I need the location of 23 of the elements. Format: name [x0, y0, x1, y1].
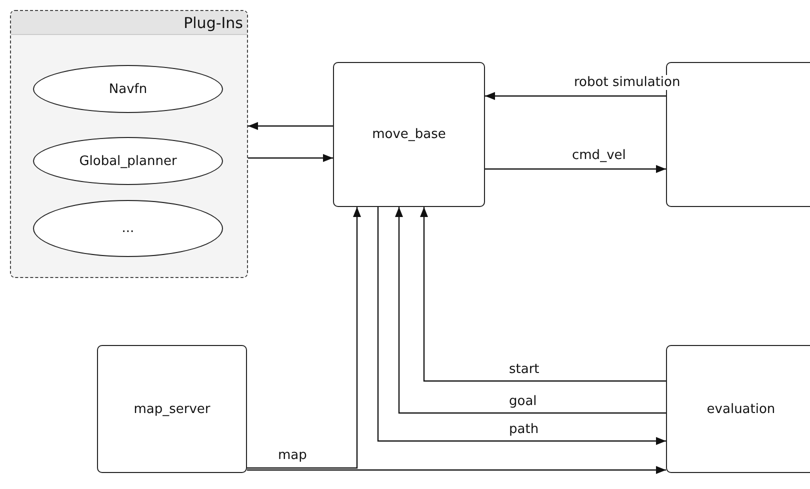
- node-label: move_base: [372, 127, 446, 142]
- arrow: [395, 207, 666, 414]
- component-box: [333, 62, 485, 207]
- plugin-group: [10, 10, 248, 278]
- node-label: ...: [122, 221, 134, 236]
- arrow: [247, 466, 666, 474]
- node-label: map_server: [134, 402, 210, 416]
- component-box: [666, 345, 810, 473]
- arrow: [377, 207, 666, 445]
- arrow: [248, 122, 333, 130]
- edge-label: path: [507, 422, 541, 437]
- arrow: [248, 154, 333, 162]
- node-label: evaluation: [706, 402, 776, 416]
- group-title: Plug-Ins: [11, 11, 247, 35]
- component-box: [97, 345, 247, 473]
- arrow: [485, 92, 666, 100]
- node-label: Navfn: [108, 82, 148, 96]
- arrow: [420, 207, 666, 382]
- arrow: [247, 207, 361, 469]
- edge-label: robot simulation: [572, 75, 682, 90]
- edge-label: cmd_vel: [570, 148, 628, 163]
- arrow: [485, 165, 666, 173]
- node-label: Global_planner: [79, 154, 177, 168]
